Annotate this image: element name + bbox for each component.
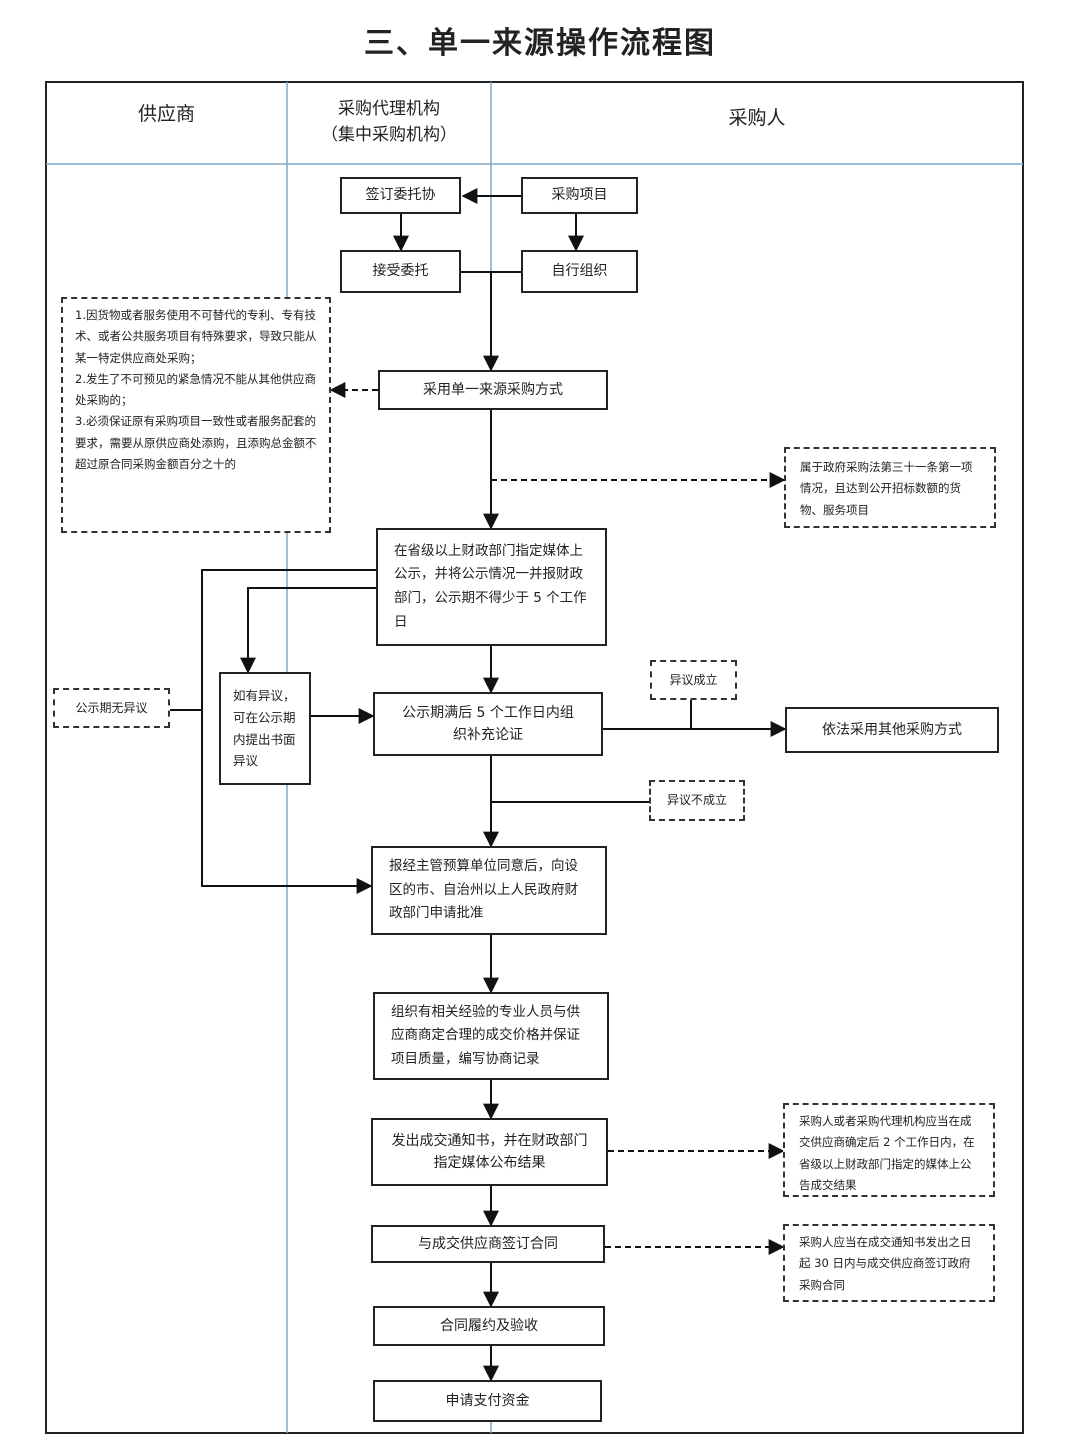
no-objection-note: 公示期无异议 <box>53 688 170 728</box>
article31-note: 属于政府采购法第三十一条第一项情况，且达到公开招标数额的货物、服务项目 <box>784 447 996 528</box>
supplementary-demo-box: 公示期满后 5 个工作日内组织补充论证 <box>373 692 603 756</box>
page-title: 三、单一来源操作流程图 <box>364 26 716 61</box>
accept-entrust-box: 接受委托 <box>340 250 461 293</box>
diagram-frame <box>45 81 1024 1434</box>
arrow-publicize-to-objection <box>240 587 376 674</box>
contract-deadline-note: 采购人应当在成交通知书发出之日起 30 日内与成交供应商签订政府采购合同 <box>783 1224 995 1302</box>
apply-payment-box: 申请支付资金 <box>373 1380 602 1422</box>
lane-header-purchaser: 采购人 <box>491 104 1023 133</box>
condition-1: 1.因货物或者服务使用不可替代的专利、专有技术、或者公共服务项目有特殊要求，导致… <box>75 308 317 365</box>
apply-approval-box: 报经主管预算单位同意后，向设区的市、自治州以上人民政府财政部门申请批准 <box>371 846 607 935</box>
announce-deadline-note: 采购人或者采购代理机构应当在成交供应商确定后 2 个工作日内，在省级以上财政部门… <box>783 1103 995 1197</box>
self-organize-box: 自行组织 <box>521 250 638 293</box>
perform-accept-box: 合同履约及验收 <box>373 1306 605 1346</box>
sign-contract-box: 与成交供应商签订合同 <box>371 1225 605 1263</box>
conditions-note: 1.因货物或者服务使用不可替代的专利、专有技术、或者公共服务项目有特殊要求，导致… <box>61 297 331 533</box>
negotiate-box: 组织有相关经验的专业人员与供应商商定合理的成交价格并保证项目质量，编写协商记录 <box>373 992 609 1080</box>
lane-header-agency: 采购代理机构 （集中采购机构） <box>287 96 491 149</box>
condition-3: 3.必须保证原有采购项目一致性或者服务配套的要求，需要从原供应商处添购，且添购总… <box>75 414 317 471</box>
arrow-publicize-to-approval <box>201 569 376 894</box>
objection-box: 如有异议，可在公示期内提出书面异议 <box>219 672 311 785</box>
lane-header-supplier: 供应商 <box>46 100 287 129</box>
objection-valid-note: 异议成立 <box>650 660 737 700</box>
purchase-project-box: 采购项目 <box>521 177 638 214</box>
notice-result-box: 发出成交通知书，并在财政部门指定媒体公布结果 <box>371 1118 608 1186</box>
other-methods-box: 依法采用其他采购方式 <box>785 707 999 753</box>
adopt-single-source-box: 采用单一来源采购方式 <box>378 370 608 410</box>
condition-2: 2.发生了不可预见的紧急情况不能从其他供应商处采购的； <box>75 371 316 408</box>
publicize-box: 在省级以上财政部门指定媒体上公示，并将公示情况一并报财政部门，公示期不得少于 5… <box>376 528 607 646</box>
lane-label-agency-sub: （集中采购机构） <box>321 125 457 146</box>
objection-invalid-note: 异议不成立 <box>649 780 745 821</box>
sign-entrust-box: 签订委托协 <box>340 177 461 214</box>
lane-label-agency: 采购代理机构 <box>338 99 440 119</box>
lane-label-supplier: 供应商 <box>137 103 195 125</box>
lane-label-purchaser: 采购人 <box>728 107 786 129</box>
